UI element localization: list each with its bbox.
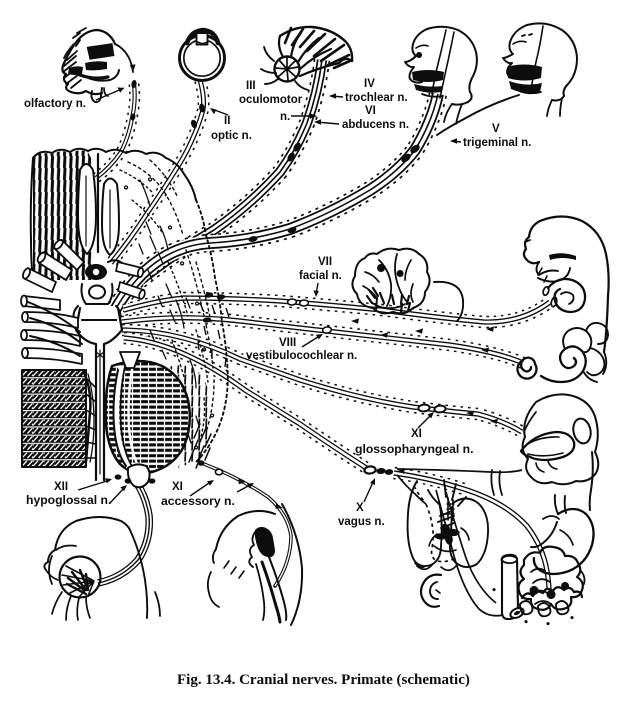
svg-text:accessory n.: accessory n.	[161, 494, 235, 508]
svg-text:XI: XI	[172, 481, 183, 493]
svg-text:II: II	[224, 115, 230, 127]
svg-text:trigeminal n.: trigeminal n.	[463, 137, 531, 149]
svg-text:facial n.: facial n.	[299, 270, 342, 282]
svg-text:glossopharyngeal n.: glossopharyngeal n.	[355, 442, 474, 456]
svg-text:olfactory n.: olfactory n.	[24, 98, 86, 110]
svg-text:vagus n.: vagus n.	[338, 516, 385, 528]
svg-text:hypoglossal n.: hypoglossal n.	[26, 493, 111, 507]
svg-text:n.: n.	[280, 111, 290, 123]
svg-text:X: X	[356, 502, 364, 514]
svg-text:V: V	[492, 123, 500, 135]
svg-text:VIII: VIII	[279, 337, 296, 349]
svg-text:abducens n.: abducens n.	[342, 119, 409, 131]
svg-text:vestibulocochlear n.: vestibulocochlear n.	[246, 350, 357, 362]
svg-text:XI: XI	[411, 428, 422, 440]
svg-text:XII: XII	[54, 481, 68, 493]
svg-text:optic n.: optic n.	[211, 130, 252, 142]
svg-text:VII: VII	[318, 256, 332, 268]
svg-text:trochlear n.: trochlear n.	[345, 92, 408, 104]
svg-text:Fig. 13.4. Cranial nerves. Pri: Fig. 13.4. Cranial nerves. Primate (sche…	[177, 672, 470, 688]
svg-text:III: III	[246, 80, 256, 92]
svg-text:oculomotor: oculomotor	[239, 94, 303, 106]
svg-text:IV: IV	[364, 78, 375, 90]
svg-text:VI: VI	[365, 105, 376, 117]
